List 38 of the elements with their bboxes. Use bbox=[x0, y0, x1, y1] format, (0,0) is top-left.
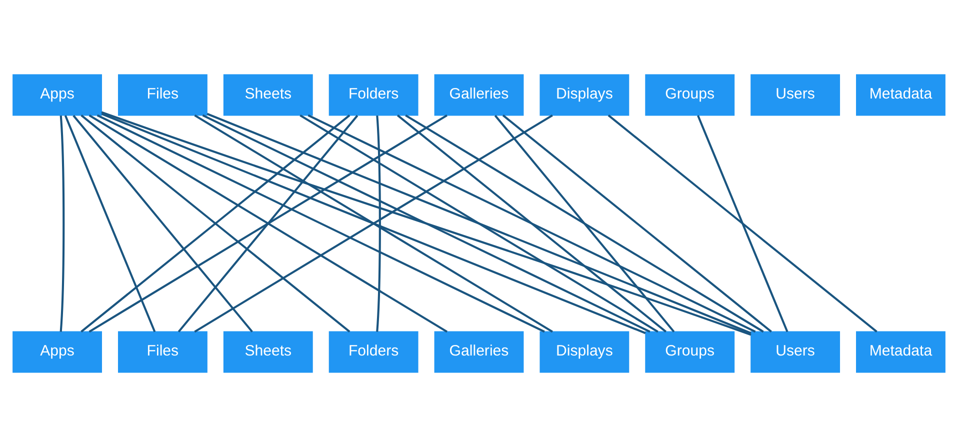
node-box: Groups bbox=[645, 74, 735, 116]
node-box: Galleries bbox=[434, 331, 524, 373]
connector bbox=[101, 112, 646, 334]
connector bbox=[206, 112, 752, 334]
node-box: Folders bbox=[328, 74, 418, 116]
connector bbox=[202, 114, 650, 333]
connector bbox=[697, 115, 788, 332]
node-box: Files bbox=[118, 331, 208, 373]
connector bbox=[80, 114, 350, 332]
connector bbox=[96, 114, 545, 333]
node-box: Displays bbox=[540, 331, 630, 373]
connector bbox=[178, 114, 358, 332]
connector bbox=[608, 114, 878, 332]
connector bbox=[502, 114, 772, 332]
node-box: Files bbox=[118, 74, 208, 116]
node-box: Metadata bbox=[856, 331, 946, 373]
connector bbox=[494, 114, 675, 332]
connector bbox=[396, 114, 667, 332]
connector bbox=[300, 114, 658, 333]
connector bbox=[194, 114, 553, 333]
node-box: Users bbox=[750, 74, 840, 116]
node-box: Folders bbox=[328, 331, 418, 373]
connector bbox=[101, 111, 752, 336]
connector bbox=[72, 114, 253, 332]
node-box: Sheets bbox=[223, 74, 313, 116]
node-box: Users bbox=[750, 331, 840, 373]
node-box: Apps bbox=[12, 74, 102, 116]
node-box: Metadata bbox=[856, 74, 946, 116]
connector bbox=[60, 115, 65, 332]
connector bbox=[376, 115, 381, 332]
node-box: Galleries bbox=[434, 74, 524, 116]
node-box: Groups bbox=[645, 331, 735, 373]
connector bbox=[308, 114, 756, 333]
node-box: Displays bbox=[540, 74, 630, 116]
node-box: Sheets bbox=[223, 331, 313, 373]
node-box: Apps bbox=[12, 331, 102, 373]
connector bbox=[405, 114, 764, 333]
connector bbox=[64, 115, 156, 332]
